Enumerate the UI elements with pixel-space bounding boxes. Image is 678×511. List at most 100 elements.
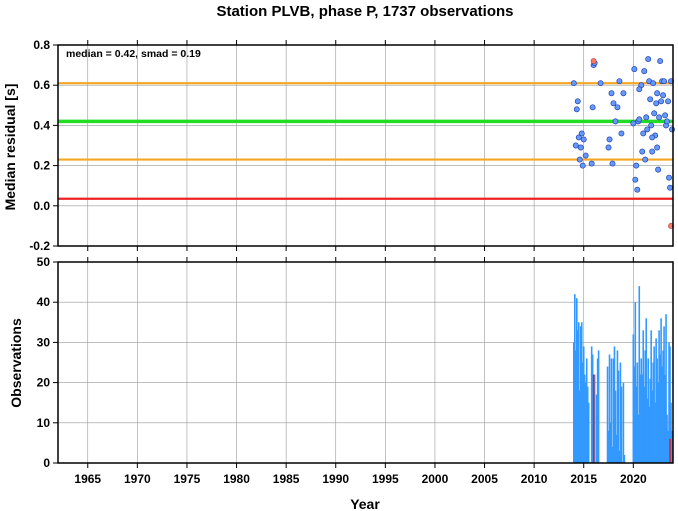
- observations-y-axis-label: Observations: [8, 318, 24, 408]
- observation-bar: [593, 374, 596, 463]
- observation-bar: [590, 346, 593, 463]
- residual-point: [606, 136, 613, 143]
- observation-bar: [613, 346, 616, 463]
- observation-bar: [658, 330, 660, 463]
- residual-point: [576, 156, 583, 163]
- observation-bar: [635, 386, 638, 463]
- residual-point: [588, 160, 595, 167]
- observation-bar: [644, 350, 647, 463]
- residual-point: [656, 114, 663, 121]
- observation-bar: [586, 386, 589, 463]
- x-tick-label: 1970: [124, 472, 151, 486]
- x-axis-label: Year: [350, 496, 380, 511]
- observation-bar: [610, 358, 613, 463]
- observations-y-tick-label: 0: [43, 456, 50, 470]
- observation-bar: [666, 414, 668, 463]
- residual-point: [614, 104, 621, 111]
- x-tick-label: 1975: [174, 472, 201, 486]
- residual-point: [641, 68, 648, 75]
- chart-title: Station PLVB, phase P, 1737 observations: [216, 3, 513, 20]
- observation-bar: [659, 354, 661, 463]
- residual-point: [580, 136, 587, 143]
- residual-point: [574, 98, 581, 105]
- residual-point: [661, 78, 668, 85]
- observation-bar: [574, 350, 577, 463]
- observation-bar: [671, 430, 673, 463]
- observation-bar: [584, 382, 587, 463]
- observation-bar: [617, 370, 620, 463]
- observation-bar: [639, 374, 642, 463]
- observation-bar: [623, 454, 626, 463]
- residual-point: [589, 104, 596, 111]
- observation-bar: [614, 390, 617, 463]
- residual-y-tick-label: 0.8: [33, 38, 50, 52]
- residual-point: [577, 144, 584, 151]
- observation-bar: [637, 414, 640, 463]
- highlight-bar: [592, 374, 595, 463]
- residual-point: [648, 122, 655, 129]
- observation-bar: [582, 346, 585, 463]
- observation-bar: [651, 390, 653, 463]
- observation-bar: [661, 366, 663, 463]
- residual-point: [608, 90, 615, 97]
- residual-y-tick-label: 0.4: [33, 118, 50, 132]
- observation-bar: [647, 358, 650, 463]
- observations-y-tick-label: 30: [37, 335, 51, 349]
- observation-bar: [580, 322, 583, 463]
- residual-point: [630, 120, 637, 127]
- residual-point: [639, 148, 646, 155]
- highlight-bar: [669, 438, 671, 463]
- residual-point: [654, 90, 661, 97]
- observation-bar: [611, 446, 614, 463]
- observation-bar: [660, 318, 662, 463]
- observation-bar: [595, 394, 598, 463]
- residual-point: [642, 156, 649, 163]
- residual-point: [649, 148, 656, 155]
- median-smad-annotation: median = 0.42, smad = 0.19: [66, 48, 201, 60]
- residual-point: [669, 126, 675, 133]
- residual-point: [575, 134, 582, 141]
- observation-bar: [663, 326, 665, 463]
- observation-bar: [606, 366, 609, 463]
- residual-point: [582, 152, 589, 159]
- observations-y-tick-label: 20: [37, 376, 51, 390]
- residual-frame: [57, 44, 674, 247]
- observation-bar: [648, 406, 650, 463]
- residual-point: [640, 130, 647, 137]
- observation-bar: [668, 342, 670, 463]
- residual-point: [654, 144, 661, 151]
- observation-bar: [633, 366, 636, 463]
- observation-bar: [575, 298, 578, 463]
- outlier-point: [590, 58, 597, 64]
- observations-frame: [57, 261, 674, 464]
- observation-bar: [662, 350, 664, 463]
- observation-bar: [573, 294, 576, 463]
- observation-bar: [655, 338, 657, 463]
- observation-bar: [616, 350, 619, 463]
- observation-bar: [650, 330, 652, 463]
- residual-point: [579, 162, 586, 169]
- observation-bar: [640, 358, 643, 463]
- residual-point: [573, 106, 580, 113]
- observation-bar: [608, 354, 611, 463]
- residual-point: [647, 96, 654, 103]
- observation-bar: [577, 322, 580, 463]
- residual-point: [616, 78, 623, 85]
- observation-bar: [643, 386, 646, 463]
- observation-bar: [649, 378, 651, 463]
- residual-point: [609, 160, 616, 167]
- observation-bar: [657, 382, 659, 463]
- x-tick-label: 1995: [372, 472, 399, 486]
- x-tick-label: 2020: [620, 472, 647, 486]
- observation-bar: [583, 374, 586, 463]
- observation-bar: [656, 358, 658, 463]
- residual-y-tick-label: 0.2: [33, 159, 50, 173]
- observation-bar: [609, 422, 612, 463]
- residual-point: [655, 166, 662, 173]
- residual-point: [570, 80, 577, 87]
- observation-bar: [645, 318, 648, 463]
- observation-bar: [597, 350, 600, 463]
- residual-point: [665, 98, 671, 105]
- observation-bar: [669, 346, 671, 463]
